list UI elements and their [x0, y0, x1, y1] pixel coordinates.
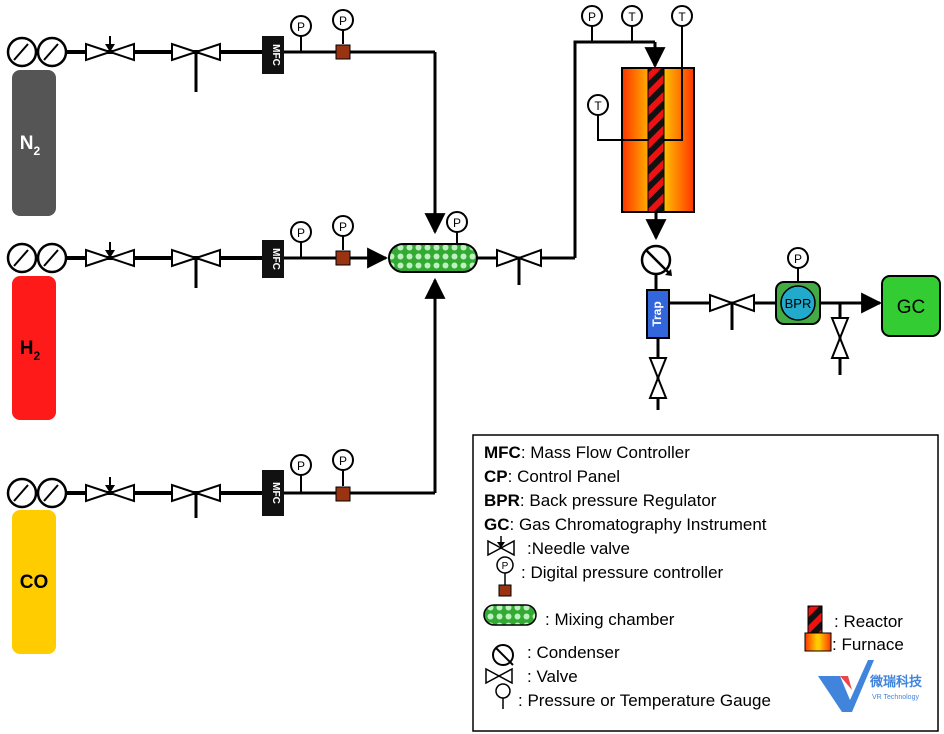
mfc-box [262, 470, 284, 516]
watermark-cn: 微瑞科技 [869, 674, 923, 689]
digital-pressure-controller-icon: P [332, 215, 354, 266]
trap-label: Trap [650, 301, 664, 326]
gas-cylinder-label: CO [20, 572, 49, 593]
pressure-gauge-icon: P [290, 221, 312, 258]
mfc-box [262, 36, 284, 74]
temperature-gauge-icon: T [587, 94, 648, 141]
furnace-icon [804, 632, 832, 652]
needle-valve-icon [85, 36, 135, 62]
reactor-icon [807, 605, 823, 635]
gas-line-h2: MFC P P [6, 215, 389, 288]
valve-icon [171, 42, 221, 92]
digital-pressure-controller-icon: P [332, 9, 354, 60]
gas-cylinder-label: N2 [20, 133, 41, 158]
condenser-icon [640, 244, 672, 276]
gc-label: GC [897, 297, 926, 318]
svg-text:T: T [594, 99, 602, 113]
legend-condenser: : Condenser [527, 643, 620, 662]
needle-valve-icon [85, 242, 135, 268]
gas-cylinder [12, 276, 56, 420]
gas-line-n2: MFC P P [6, 9, 446, 235]
gauge-icon [495, 683, 511, 709]
legend-valve: : Valve [527, 667, 578, 686]
legend-item: BPR: Back pressure Regulator [484, 491, 717, 510]
legend-furnace: : Furnace [832, 635, 904, 654]
svg-text:P: P [502, 561, 509, 572]
bpr: BPR P [775, 247, 821, 325]
pressure-gauge-icon: P [581, 5, 603, 42]
pressure-gauge-icon [787, 247, 809, 269]
svg-text:P: P [297, 20, 305, 34]
svg-text:T: T [628, 10, 636, 24]
svg-text:P: P [794, 252, 802, 266]
legend-pressure-controller: : Digital pressure controller [521, 563, 724, 582]
temperature-gauge-icon: T [621, 5, 643, 42]
digital-pressure-controller-icon: P [496, 556, 514, 597]
valve-icon [496, 248, 542, 285]
valve-icon [171, 248, 221, 288]
pressure-gauge-icon [446, 211, 468, 233]
valve-icon [171, 483, 221, 518]
svg-text:T: T [678, 10, 686, 24]
legend-mixing-chamber: : Mixing chamber [545, 610, 675, 629]
valve-icon [709, 293, 755, 330]
vr-technology-watermark: 微瑞科技 VR Technology [818, 660, 923, 712]
gas-line-co: MFC P P [6, 277, 446, 518]
mfc-label: MFC [270, 482, 281, 504]
legend-item: GC: Gas Chromatography Instrument [484, 515, 767, 534]
needle-valve-icon [487, 536, 515, 557]
svg-text:P: P [453, 216, 461, 230]
valve-icon [485, 667, 513, 685]
reactor [647, 67, 665, 213]
digital-pressure-controller-icon: P [332, 449, 354, 502]
svg-text:P: P [339, 14, 347, 28]
vent-valve-icon [830, 317, 850, 359]
svg-text:P: P [339, 220, 347, 234]
legend-item: CP: Control Panel [484, 467, 620, 486]
svg-text:P: P [588, 10, 596, 24]
gas-cylinder [12, 70, 56, 216]
mfc-label: MFC [270, 248, 281, 270]
gc-instrument: GC [881, 275, 941, 337]
mfc-box [262, 240, 284, 278]
pressure-gauge-icon: P [290, 15, 312, 52]
mixing-chamber: P [388, 211, 478, 273]
gas-cylinder [12, 510, 56, 654]
pressure-gauge-icon: P [290, 454, 312, 493]
bpr-label: BPR [785, 296, 812, 311]
legend-needle-valve: :Needle valve [527, 539, 630, 558]
svg-text:P: P [297, 459, 305, 473]
trap: Trap [646, 289, 670, 339]
gas-cylinder-label: H2 [20, 338, 41, 363]
watermark-en: VR Technology [872, 694, 919, 701]
svg-text:P: P [297, 226, 305, 240]
mixing-chamber-icon [483, 604, 537, 626]
legend-gauge: : Pressure or Temperature Gauge [518, 691, 771, 710]
legend-item: MFC: Mass Flow Controller [484, 443, 690, 462]
mfc-label: MFC [270, 44, 281, 66]
needle-valve-icon [85, 477, 135, 503]
svg-text:P: P [339, 454, 347, 468]
legend-reactor: : Reactor [834, 612, 903, 631]
drain-valve-icon [648, 357, 668, 399]
condenser-icon [492, 644, 514, 666]
temperature-gauge-icon: T [664, 5, 693, 141]
